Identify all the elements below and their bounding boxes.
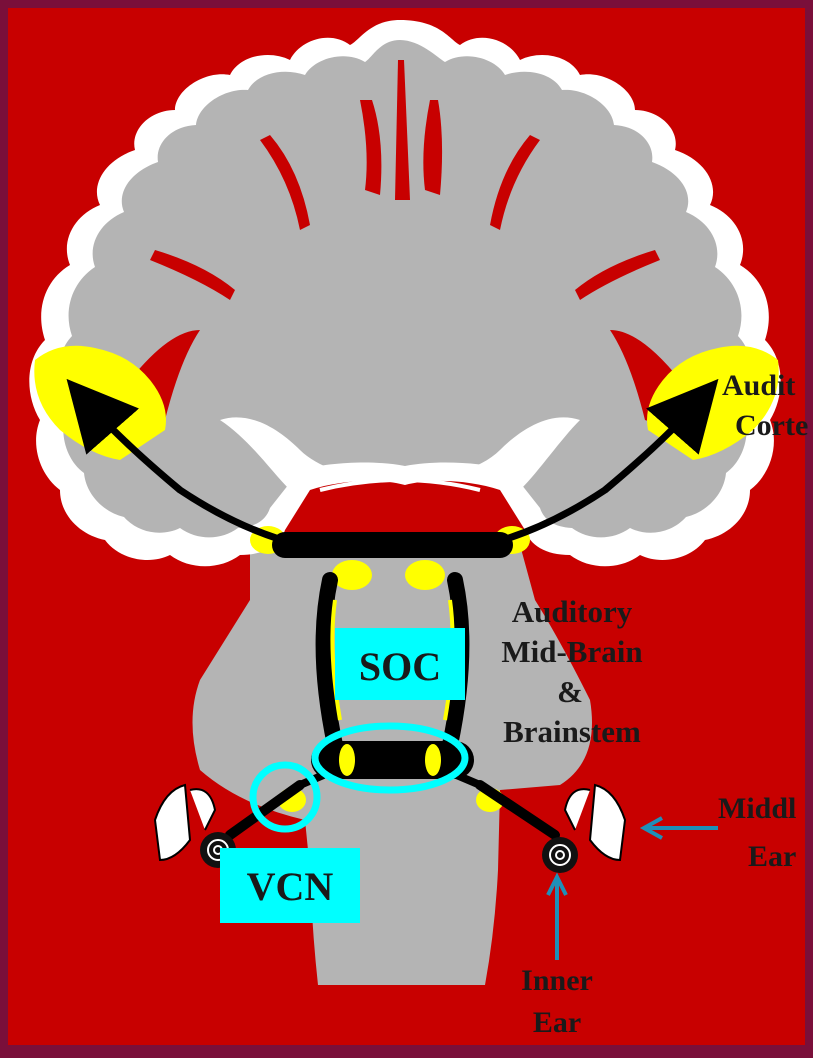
vcn-label: VCN bbox=[247, 864, 334, 909]
midbrain-label-3: & bbox=[557, 674, 583, 709]
inner-ear-label-2: Ear bbox=[533, 1006, 581, 1039]
middle-ear-label-1: Middl bbox=[718, 792, 796, 825]
cochlea-icon bbox=[542, 837, 578, 873]
auditory-cortex-label-2: Corte bbox=[735, 409, 808, 442]
inner-ear-label-1: Inner bbox=[521, 964, 593, 997]
middle-ear-label-2: Ear bbox=[748, 840, 796, 873]
midbrain-label-1: Auditory bbox=[512, 594, 633, 629]
auditory-cortex-label-1: Audit bbox=[722, 369, 795, 402]
midbrain-label-4: Brainstem bbox=[503, 714, 641, 749]
midbrain-label-2: Mid-Brain bbox=[501, 634, 642, 669]
soc-label: SOC bbox=[359, 644, 441, 689]
